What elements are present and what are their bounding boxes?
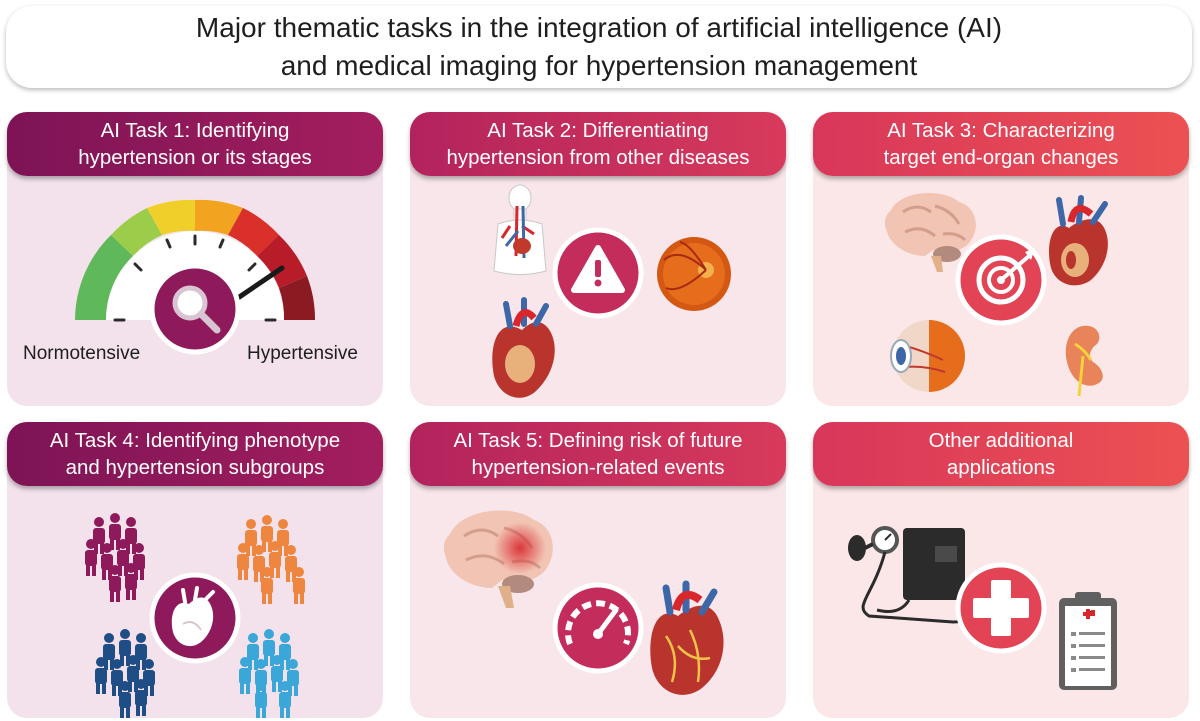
panel-task-1: Normotensive Hypertensive AI Task 1: Ide… [7, 112, 383, 406]
panel-task-5-art [443, 510, 724, 695]
clipboard-icon [1059, 592, 1117, 690]
speedometer-icon [552, 582, 644, 674]
panel-header-task-2: AI Task 2: Differentiating hypertension … [410, 112, 786, 176]
people-group-icon [239, 629, 299, 718]
header-line-2: applications [946, 456, 1056, 479]
header-line-2: hypertension or its stages [78, 146, 312, 169]
warning-icon [552, 227, 644, 319]
header-line-2: hypertension-related events [471, 456, 725, 479]
header-line-1: AI Task 2: Differentiating [487, 119, 709, 142]
panel-other-applications: Other additional applications [813, 422, 1189, 718]
brain-icon [443, 510, 553, 608]
title-line-2: and medical imaging for hypertension man… [280, 50, 918, 81]
hypertensive-label: Hypertensive [247, 343, 358, 364]
header-line-2: target end-organ changes [883, 146, 1119, 169]
panel-task-1-art [75, 199, 316, 355]
panel-header-other-applications: Other additional applications [813, 422, 1189, 486]
panel-header-text: AI Task 4: Identifying phenotype and hyp… [50, 427, 340, 481]
title-line-1: Major thematic tasks in the integration … [195, 12, 1003, 43]
panel-task-5: AI Task 5: Defining risk of future hyper… [410, 422, 786, 718]
panel-task-4: AI Task 4: Identifying phenotype and hyp… [7, 422, 383, 718]
header-line-2: and hypertension subgroups [65, 456, 325, 479]
brain-icon [884, 192, 976, 272]
header-line-1: AI Task 1: Identifying [100, 119, 290, 142]
target-icon [955, 234, 1047, 326]
people-group-icon [85, 513, 145, 602]
vessels-icon [493, 184, 547, 275]
title-box: Major thematic tasks in the integration … [6, 6, 1192, 88]
panel-header-text: AI Task 1: Identifying hypertension or i… [78, 117, 312, 171]
panel-header-text: AI Task 2: Differentiating hypertension … [446, 117, 749, 171]
panel-task-4-art [85, 513, 305, 718]
header-line-2: hypertension from other diseases [446, 146, 750, 169]
eye-icon [890, 320, 965, 392]
header-line-1: Other additional [928, 429, 1074, 452]
plus-icon [955, 562, 1047, 654]
retina-icon [657, 237, 731, 311]
panel-task-3: AI Task 3: Characterizing target end-org… [813, 112, 1189, 406]
panel-task-2-art [492, 184, 731, 398]
figure-title: Major thematic tasks in the integration … [196, 9, 1002, 85]
panel-header-text: AI Task 3: Characterizing target end-org… [884, 117, 1119, 171]
people-group-icon [237, 515, 305, 604]
magnifier-icon [149, 263, 241, 355]
panel-header-task-3: AI Task 3: Characterizing target end-org… [813, 112, 1189, 176]
people-group-icon [95, 629, 155, 718]
header-line-1: AI Task 3: Characterizing [887, 119, 1115, 142]
panel-header-task-1: AI Task 1: Identifying hypertension or i… [7, 112, 383, 176]
panel-header-task-5: AI Task 5: Defining risk of future hyper… [410, 422, 786, 486]
panel-other-applications-art [848, 526, 1117, 690]
heart-icon [650, 580, 724, 695]
kidney-icon [1065, 325, 1103, 397]
normotensive-label: Normotensive [23, 343, 141, 364]
header-line-1: AI Task 4: Identifying phenotype [49, 429, 341, 452]
panel-header-text: Other additional applications [929, 427, 1074, 481]
header-line-1: AI Task 5: Defining risk of future [453, 429, 743, 452]
panel-task-3-art [884, 192, 1108, 397]
panel-header-task-4: AI Task 4: Identifying phenotype and hyp… [7, 422, 383, 486]
panel-header-text: AI Task 5: Defining risk of future hyper… [453, 427, 742, 481]
panel-task-2: AI Task 2: Differentiating hypertension … [410, 112, 786, 406]
heart-icon [492, 297, 555, 398]
heart-icon [1049, 195, 1108, 286]
heart-icon [149, 572, 241, 664]
